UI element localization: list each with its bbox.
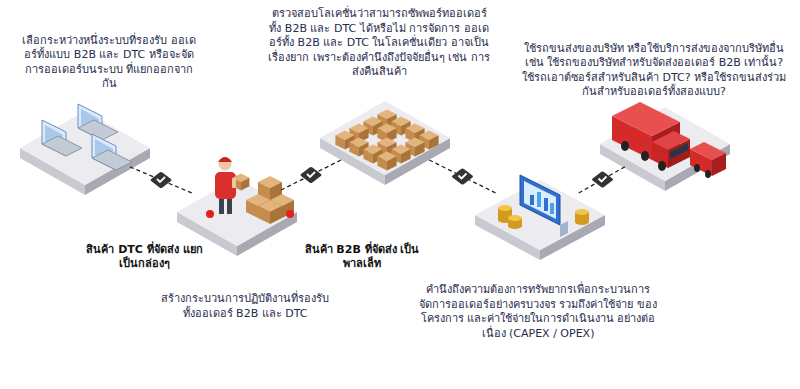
flow-connector [579, 166, 627, 193]
laptop-icons [42, 104, 132, 170]
warehouse-shelves [335, 109, 438, 170]
step-text: คำนึงถึงความต้องการทรัพยากรเพื่อกระบวนกา… [418, 283, 658, 341]
flow-connector-group [579, 166, 627, 193]
step-text: สร้างกระบวนการปฏิบัติงานที่รองรับ ทั้งออ… [155, 292, 335, 321]
flow-connector [130, 167, 192, 193]
process-step: สร้างกระบวนการปฏิบัติงานที่รองรับ ทั้งออ… [192, 190, 282, 234]
flow-connector-group [281, 160, 341, 190]
process-step: ตรวจสอบโลเคชั่นว่าสามารถซัพพอร์ทออเดอร์ … [340, 116, 430, 160]
process-step: เลือกระหว่างหนึ่งระบบที่รองรับ ออเดอร์ทั… [40, 126, 130, 170]
flow-connector-group [429, 160, 495, 193]
step-caption: คำนึงถึงความต้องการทรัพยากรเพื่อกระบวนกา… [418, 283, 658, 341]
step-caption: ใช้รถขนส่งของบริษัท หรือใช้บริการส่งของจ… [520, 42, 788, 100]
callout-dot [206, 210, 294, 218]
process-step: ใช้รถขนส่งของบริษัท หรือใช้บริการส่งของจ… [620, 122, 710, 166]
callout-label: สินค้า DTC ที่จัดส่ง แยกเป็นกล่องๆ [82, 243, 207, 272]
flow-badge [591, 171, 614, 188]
delivery-trucks [612, 102, 726, 178]
coin-stacks [498, 205, 589, 229]
step-caption: เลือกระหว่างหนึ่งระบบที่รองรับ ออเดอร์ทั… [20, 34, 198, 92]
flow-badge [150, 172, 173, 189]
finance-monitor [520, 175, 568, 237]
flow-connector [429, 160, 495, 193]
worker-figure [215, 157, 249, 214]
callout-label: สินค้า B2B ที่จัดส่ง เป็นพาลเล็ท [298, 243, 426, 272]
flow-connector-group [130, 167, 192, 193]
step-text: เลือกระหว่างหนึ่งระบบที่รองรับ ออเดอร์ทั… [20, 34, 198, 92]
step-text: ใช้รถขนส่งของบริษัท หรือใช้บริการส่งของจ… [520, 42, 788, 100]
process-step: คำนึงถึงความต้องการทรัพยากรเพื่อกระบวนกา… [495, 193, 585, 237]
step-caption: สร้างกระบวนการปฏิบัติงานที่รองรับ ทั้งออ… [155, 292, 335, 321]
parcel-boxes [246, 176, 294, 224]
flow-badge [451, 168, 474, 185]
step-caption: ตรวจสอบโลเคชั่นว่าสามารถซัพพอร์ทออเดอร์ … [268, 7, 490, 80]
platform-tile [320, 101, 450, 185]
flow-badge [300, 167, 323, 184]
step-text: ตรวจสอบโลเคชั่นว่าสามารถซัพพอร์ทออเดอร์ … [268, 7, 490, 80]
flow-connector [281, 160, 341, 190]
